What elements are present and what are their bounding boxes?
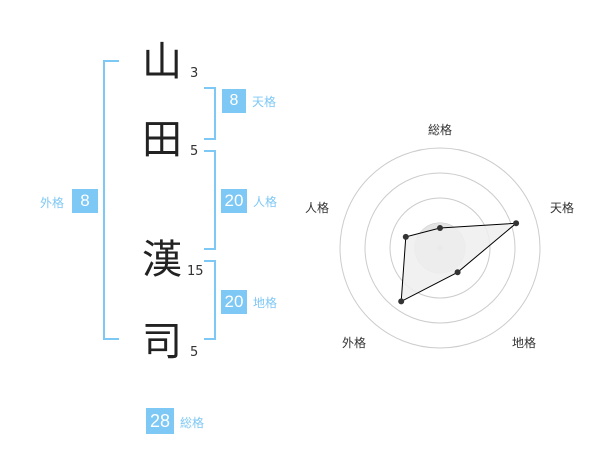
jinkaku-label: 人格 <box>253 195 278 209</box>
name-char-3: 漢 <box>142 237 182 283</box>
name-char-2: 田 <box>142 117 182 163</box>
radar-axis-label-jinkaku: 人格 <box>305 201 330 215</box>
stroke-count-4: 5 <box>190 345 199 360</box>
tenkaku-value: 8 <box>222 89 246 113</box>
chikaku-value: 20 <box>221 290 247 314</box>
stroke-count-2: 5 <box>190 144 199 159</box>
gaikaku-bracket <box>103 60 119 340</box>
soukaku-label: 総格 <box>180 416 205 430</box>
radar-axis-label-chikaku: 地格 <box>512 336 537 350</box>
stroke-count-3: 15 <box>187 264 204 279</box>
radar-ring <box>364 172 516 324</box>
radar-point-5 <box>402 233 409 240</box>
radar-axis-label-gaikaku: 外格 <box>342 336 367 350</box>
chikaku-bracket <box>204 260 216 340</box>
tenkaku-label: 天格 <box>252 95 277 109</box>
radar-point-2 <box>513 220 520 227</box>
chikaku-label: 地格 <box>253 296 278 310</box>
radar-ring <box>339 147 541 349</box>
name-char-1: 山 <box>142 39 182 85</box>
soukaku-value: 28 <box>146 408 174 434</box>
radar-ring <box>389 197 491 299</box>
tenkaku-bracket <box>204 87 216 140</box>
radar-points <box>398 220 520 305</box>
radar-point-3 <box>454 269 461 276</box>
radar-point-1 <box>437 225 443 231</box>
jinkaku-bracket <box>204 150 216 250</box>
stroke-count-1: 3 <box>190 66 199 81</box>
radar-area <box>400 222 518 303</box>
gaikaku-label: 外格 <box>40 196 65 210</box>
radar-axis-label-soukaku: 総格 <box>428 123 453 137</box>
radar-point-4 <box>398 298 405 305</box>
gaikaku-value: 8 <box>72 189 98 213</box>
radar-axis-label-tenkaku: 天格 <box>550 201 575 215</box>
name-char-4: 司 <box>142 319 182 365</box>
jinkaku-value: 20 <box>221 189 247 213</box>
